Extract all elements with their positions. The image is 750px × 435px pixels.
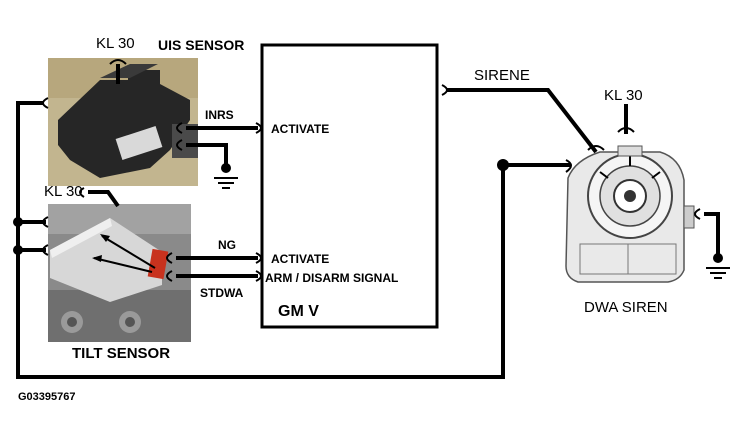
label-gm-v: GM V bbox=[278, 303, 319, 320]
label-uis-sensor: UIS SENSOR bbox=[158, 37, 244, 53]
label-kl30-siren: KL 30 bbox=[604, 87, 643, 104]
label-activate-top: ACTIVATE bbox=[271, 122, 329, 136]
gm-v-module bbox=[260, 43, 439, 329]
ground-icon bbox=[706, 253, 730, 279]
tilt-sensor-photo bbox=[48, 204, 191, 342]
label-dwa-siren: DWA SIREN bbox=[584, 299, 668, 316]
label-ng: NG bbox=[218, 238, 236, 252]
label-figure-code: G03395767 bbox=[18, 391, 76, 403]
label-tilt-sensor: TILT SENSOR bbox=[72, 345, 170, 362]
label-inrs: INRS bbox=[205, 108, 234, 122]
uis-sensor-photo bbox=[48, 58, 198, 186]
ground-icon bbox=[214, 163, 238, 189]
label-kl30-uis: KL 30 bbox=[96, 35, 135, 52]
dwa-siren-drawing bbox=[565, 145, 695, 283]
label-stdwa: STDWA bbox=[200, 286, 244, 300]
label-arm-disarm: ARM / DISARM SIGNAL bbox=[265, 271, 398, 285]
label-kl30-tilt: KL 30 bbox=[44, 183, 83, 200]
label-sirene: SIRENE bbox=[474, 67, 530, 84]
label-activate-bottom: ACTIVATE bbox=[271, 252, 329, 266]
